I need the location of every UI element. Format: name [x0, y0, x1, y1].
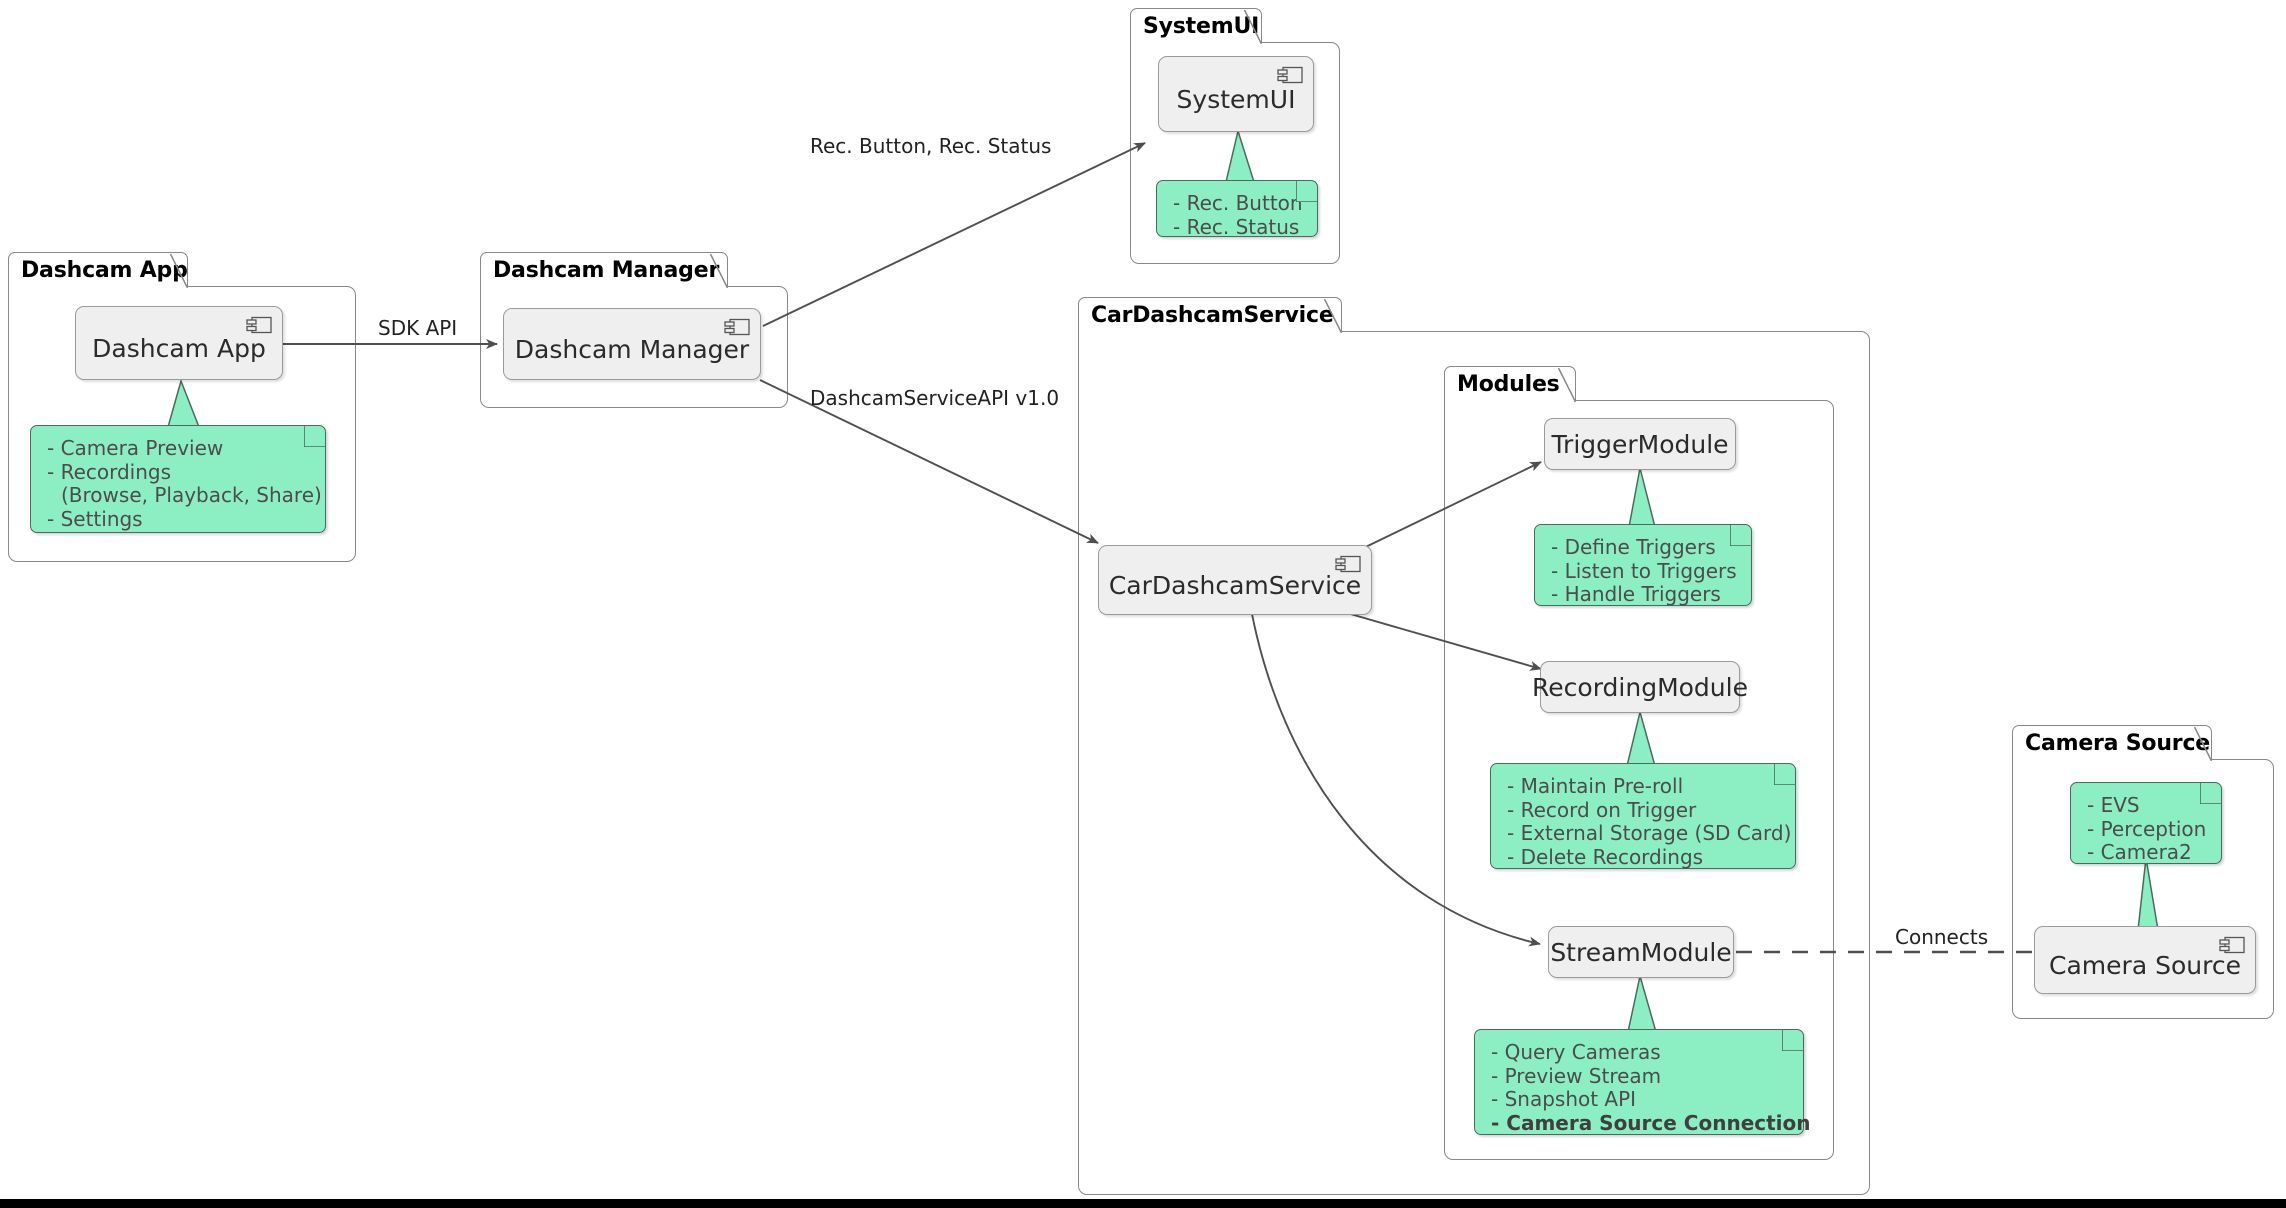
- connector-service-to-stream: [1251, 613, 1541, 947]
- component-dashcam-manager[interactable]: Dashcam Manager: [503, 308, 761, 380]
- note-line: - Handle Triggers: [1551, 582, 1721, 607]
- note-line: - Delete Recordings: [1507, 844, 1704, 869]
- note-line: - EVS: [2087, 793, 2140, 817]
- package-tab-notch-icon: [1558, 368, 1576, 402]
- note-fold-icon: [1730, 524, 1752, 546]
- note-line: - Record on Trigger: [1507, 797, 1697, 822]
- uml-component-icon: [1277, 66, 1303, 84]
- connector-service-to-recording: [1346, 612, 1542, 671]
- component-recording-module[interactable]: RecordingModule: [1532, 661, 1748, 713]
- note-line: - Query Cameras: [1491, 1040, 1661, 1064]
- note-anchor-dashcam-app: [167, 378, 201, 428]
- note-line: - Recordings: [47, 459, 172, 484]
- connector-rec-button-status: [762, 142, 1146, 327]
- package-tab-notch-icon: [1244, 10, 1262, 44]
- note-system-ui: - Rec. Button - Rec. Status: [1156, 180, 1318, 239]
- note-line: - Preview Stream: [1491, 1063, 1662, 1088]
- component-label-camera-source: Camera Source: [2049, 950, 2241, 980]
- package-tab-dashcam-manager: Dashcam Manager: [480, 252, 728, 288]
- package-tab-notch-icon: [1324, 299, 1342, 333]
- note-recording-module: - Maintain Pre-roll - Record on Trigger …: [1490, 763, 1796, 869]
- uml-component-icon: [2219, 936, 2245, 954]
- note-line: - Maintain Pre-roll: [1507, 774, 1684, 798]
- component-label-stream-module: StreamModule: [1550, 937, 1732, 967]
- component-camera-source[interactable]: Camera Source: [2034, 926, 2256, 994]
- note-line: - Define Triggers: [1551, 535, 1716, 559]
- uml-component-icon: [724, 318, 750, 336]
- edge-label-dashcam-service-api: DashcamServiceAPI v1.0: [810, 386, 1060, 410]
- package-label-modules: Modules: [1457, 371, 1560, 397]
- component-label-dashcam-manager: Dashcam Manager: [514, 334, 750, 364]
- note-line: - Camera Preview: [47, 436, 224, 460]
- note-anchor-trigger-module: [1628, 467, 1656, 528]
- note-fold-icon: [1774, 763, 1796, 785]
- package-label-dashcam-manager: Dashcam Manager: [493, 257, 720, 283]
- edge-label-rec-button-status: Rec. Button, Rec. Status: [810, 134, 1052, 158]
- component-label-car-dashcam-service: CarDashcamService: [1108, 570, 1362, 600]
- note-line: - Rec. Button: [1173, 191, 1303, 215]
- package-label-dashcam-app: Dashcam App: [21, 257, 188, 283]
- component-car-dashcam-service[interactable]: CarDashcamService: [1098, 545, 1372, 615]
- note-fold-icon: [1782, 1029, 1804, 1051]
- note-anchor-recording-module: [1626, 709, 1656, 767]
- package-tab-system-ui: SystemUI: [1130, 8, 1262, 44]
- note-line: - Listen to Triggers: [1551, 558, 1737, 583]
- note-fold-icon: [2200, 782, 2222, 804]
- note-line: - External Storage (SD Card): [1507, 821, 1792, 846]
- note-line: - Camera2: [2087, 840, 2192, 865]
- note-anchor-camera-source: [2137, 857, 2159, 931]
- package-tab-dashcam-app: Dashcam App: [8, 252, 188, 288]
- component-system-ui[interactable]: SystemUI: [1158, 56, 1314, 132]
- package-label-camera-source: Camera Source: [2025, 730, 2211, 756]
- connector-service-to-trigger: [1346, 461, 1542, 557]
- edge-label-connects: Connects: [1888, 925, 1996, 949]
- edge-label-sdk-api: SDK API: [378, 316, 458, 340]
- note-line: - Perception: [2087, 816, 2207, 841]
- note-stream-module: - Query Cameras - Preview Stream - Snaps…: [1474, 1029, 1811, 1135]
- note-camera-source: - EVS - Perception - Camera2: [2070, 782, 2222, 864]
- note-line: - Snapshot API: [1491, 1087, 1637, 1112]
- note-line: - Rec. Status: [1173, 214, 1300, 239]
- connector-dashcam-service-api: [759, 379, 1099, 544]
- package-tab-car-dashcam-service: CarDashcamService: [1078, 297, 1342, 333]
- note-anchor-stream-module: [1627, 975, 1657, 1033]
- component-label-trigger-module: TriggerModule: [1551, 429, 1729, 459]
- package-tab-notch-icon: [710, 254, 728, 288]
- package-tab-modules: Modules: [1444, 366, 1576, 402]
- note-fold-icon: [304, 425, 326, 447]
- component-dashcam-app[interactable]: Dashcam App: [75, 306, 283, 380]
- note-fold-icon: [1296, 180, 1318, 202]
- package-tab-notch-icon: [2194, 727, 2212, 761]
- package-tab-notch-icon: [170, 254, 188, 288]
- component-trigger-module[interactable]: TriggerModule: [1544, 418, 1736, 470]
- component-stream-module[interactable]: StreamModule: [1548, 926, 1734, 978]
- note-trigger-module: - Define Triggers - Listen to Triggers -…: [1534, 524, 1752, 606]
- note-anchor-system-ui: [1225, 128, 1256, 183]
- note-dashcam-app: - Camera Preview - Recordings (Browse, P…: [30, 425, 326, 533]
- bottom-bar: [0, 1199, 2286, 1208]
- component-label-dashcam-app: Dashcam App: [92, 333, 266, 363]
- package-label-car-dashcam-service: CarDashcamService: [1091, 302, 1334, 328]
- uml-component-icon: [1335, 555, 1361, 573]
- component-label-recording-module: RecordingModule: [1532, 672, 1748, 702]
- note-line: - Camera Source Connection: [1491, 1110, 1811, 1135]
- note-line: - Settings: [47, 506, 143, 531]
- component-label-system-ui: SystemUI: [1176, 84, 1296, 114]
- note-line: (Browse, Playback, Share): [61, 483, 322, 508]
- package-tab-camera-source: Camera Source: [2012, 725, 2212, 761]
- uml-component-icon: [246, 316, 272, 334]
- package-label-system-ui: SystemUI: [1143, 13, 1260, 39]
